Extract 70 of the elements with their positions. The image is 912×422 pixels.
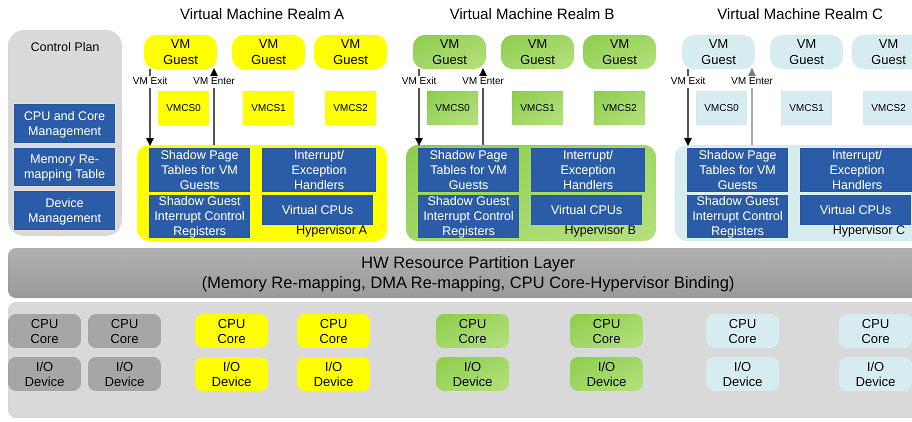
- realm-title: Virtual Machine Realm C: [717, 5, 883, 25]
- vm-guest-box: VM Guest: [501, 35, 574, 69]
- vm-guest-box: VM Guest: [583, 35, 656, 69]
- io-device-box: I/O Device: [436, 357, 509, 391]
- realm-title: Virtual Machine Realm B: [450, 5, 614, 25]
- module-box: Device Management: [14, 191, 115, 230]
- module-box: Shadow Guest Interrupt Control Registers: [418, 195, 519, 238]
- panel-title: Hypervisor B: [564, 222, 636, 240]
- cpu-core-box: CPU Core: [297, 314, 370, 348]
- vm-guest-box: VM Guest: [682, 35, 755, 69]
- io-device-box: I/O Device: [570, 357, 643, 391]
- io-device-box: I/O Device: [195, 357, 268, 391]
- io-device-box: I/O Device: [706, 357, 779, 391]
- realm-title: Virtual Machine Realm A: [180, 5, 344, 25]
- cpu-core-box: CPU Core: [88, 314, 161, 348]
- cpu-core-box: CPU Core: [436, 314, 509, 348]
- vmcs-box: VMCS2: [325, 91, 376, 125]
- cpu-core-box: CPU Core: [706, 314, 779, 348]
- module-box: Memory Re-mapping Table: [14, 148, 115, 186]
- module-box: CPU and Core Management: [14, 104, 115, 143]
- module-box: Virtual CPUs: [262, 195, 373, 225]
- module-box: Shadow Page Tables for VM Guests: [149, 148, 250, 192]
- module-box: Shadow Guest Interrupt Control Registers: [149, 195, 250, 238]
- hypervisor-panel: [675, 145, 912, 241]
- module-box: Shadow Page Tables for VM Guests: [687, 148, 788, 192]
- layer-title: HW Resource Partition Layer: [361, 253, 575, 273]
- edge-label: VM Exit: [132, 76, 168, 88]
- vm-guest-box: VM Guest: [314, 35, 387, 69]
- hypervisor-panel: [406, 145, 656, 241]
- control-plane-panel: [8, 30, 122, 236]
- vm-guest-box: VM Guest: [852, 35, 912, 69]
- module-box: Interrupt/ Exception Handlers: [531, 148, 645, 192]
- vmcs-box: VMCS2: [594, 91, 645, 125]
- vm-guest-box: VM Guest: [232, 35, 305, 69]
- cpu-core-box: CPU Core: [570, 314, 643, 348]
- module-box: Interrupt/ Exception Handlers: [800, 148, 912, 192]
- panel-title: Hypervisor A: [296, 222, 367, 240]
- io-device-box: I/O Device: [839, 357, 912, 391]
- cpu-core-box: CPU Core: [8, 314, 81, 348]
- io-device-box: I/O Device: [88, 357, 161, 391]
- edge-label: VM Exit: [400, 76, 438, 88]
- panel-title: Control Plan: [30, 39, 100, 56]
- vmcs-box: VMCS1: [781, 91, 832, 125]
- vmcs-box: VMCS0: [158, 91, 209, 125]
- cpu-core-box: CPU Core: [839, 314, 912, 348]
- vm-guest-box: VM Guest: [144, 35, 217, 69]
- module-box: Virtual CPUs: [531, 195, 642, 225]
- hardware-panel: [8, 302, 912, 418]
- partition-layer-bar: [8, 248, 912, 298]
- layer-subtitle: (Memory Re-mapping, DMA Re-mapping, CPU Core-Hypervisor Binding): [202, 273, 734, 293]
- edge-label: VM Enter: [730, 76, 774, 88]
- vm-guest-box: VM Guest: [413, 35, 486, 69]
- edge-label: VM Enter: [461, 76, 505, 88]
- vmcs-box: VMCS0: [427, 91, 478, 125]
- module-box: Virtual CPUs: [800, 195, 911, 225]
- io-device-box: I/O Device: [8, 357, 81, 391]
- module-box: Interrupt/ Exception Handlers: [262, 148, 376, 192]
- edge-label: VM Enter: [192, 76, 236, 88]
- vmcs-box: VMCS0: [696, 91, 747, 125]
- vmcs-box: VMCS1: [512, 91, 563, 125]
- vmcs-box: VMCS2: [863, 91, 912, 125]
- panel-title: Hypervisor C: [832, 222, 905, 240]
- module-box: Shadow Guest Interrupt Control Registers: [687, 195, 788, 238]
- edge-label: VM Exit: [670, 76, 706, 88]
- io-device-box: I/O Device: [297, 357, 370, 391]
- cpu-core-box: CPU Core: [195, 314, 268, 348]
- vm-guest-box: VM Guest: [770, 35, 843, 69]
- vmcs-box: VMCS1: [243, 91, 294, 125]
- hypervisor-panel: [137, 145, 387, 241]
- module-box: Shadow Page Tables for VM Guests: [418, 148, 519, 192]
